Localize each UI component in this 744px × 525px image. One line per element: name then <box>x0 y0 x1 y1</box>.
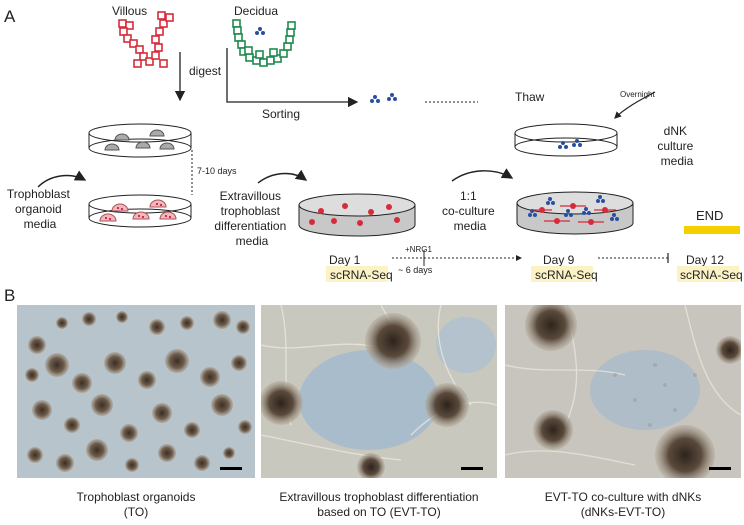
evt-media-arrow <box>257 169 308 184</box>
scrna-day12-bg <box>677 266 739 282</box>
sorting-arrow <box>226 48 359 108</box>
evt-media-label: Extravillous trophoblast differentiation… <box>214 189 289 248</box>
six-days-label: ~ 6 days <box>398 265 433 275</box>
digest-label: digest <box>189 64 222 78</box>
coculture-label: 1:1 co-culture media <box>442 189 498 233</box>
micrograph-to <box>17 305 255 478</box>
days-7-10-label: 7-10 days <box>197 166 237 176</box>
thaw-label: Thaw <box>515 90 545 104</box>
day9-label: Day 9 <box>543 253 575 267</box>
scrna-day9: scRNA-Seq <box>535 268 598 282</box>
sorted-nk-cells-icon <box>370 93 397 103</box>
organoid-dish-pink-icon <box>88 194 192 228</box>
end-label: END <box>696 208 723 223</box>
nk-cell-cluster-icon <box>255 27 265 35</box>
organoid-dish-icon <box>88 123 192 158</box>
end-bar <box>684 226 740 234</box>
villous-label: Villous <box>112 4 147 18</box>
scrna-day12: scRNA-Seq <box>680 268 743 282</box>
micrograph-dnks-evt-to <box>505 305 741 478</box>
sorting-label: Sorting <box>262 107 300 121</box>
to-media-label: Trophoblast organoid media <box>7 187 73 231</box>
to-media-arrow <box>37 170 87 188</box>
day12-label: Day 12 <box>686 253 724 267</box>
scrna-day9-bg <box>531 266 593 282</box>
decidua-label: Decidua <box>234 4 278 18</box>
scrna-day1-bg <box>326 266 388 282</box>
nrg1-label: +NRG1 <box>405 245 432 254</box>
villous-tissue-icon <box>118 11 174 68</box>
dnk-dish-icon <box>514 123 618 157</box>
day1-label: Day 1 <box>329 253 361 267</box>
caption-evt-to: Extravillous trophoblast differentiation… <box>279 490 479 519</box>
coculture-arrow <box>451 168 514 182</box>
evt-dish-icon <box>298 193 416 237</box>
caption-to: Trophoblast organoids(TO) <box>76 490 196 519</box>
coculture-dish-icon <box>516 191 634 235</box>
overnight-label: Overnight <box>620 90 655 99</box>
panel-b-label: B <box>4 286 15 305</box>
micrograph-evt-to <box>261 305 497 478</box>
scrna-day1: scRNA-Seq <box>330 268 393 282</box>
panel-a-label: A <box>4 7 16 26</box>
dnk-media-label: dNK culture media <box>657 124 696 168</box>
overnight-arrow <box>614 91 656 119</box>
decidua-tissue-icon <box>232 19 296 67</box>
caption-dnks-evt-to: EVT-TO co-culture with dNKs(dNKs-EVT-TO) <box>544 490 702 519</box>
